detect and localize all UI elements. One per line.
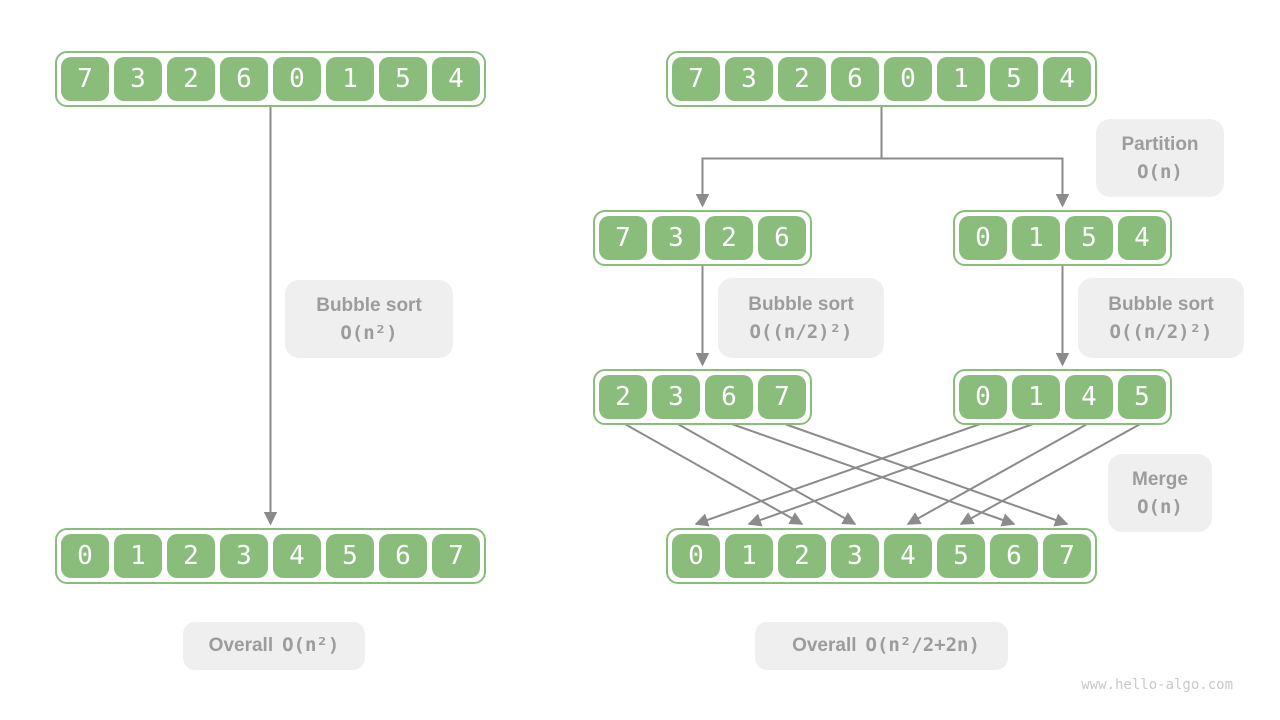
array-cell: 5 — [937, 534, 985, 578]
array-cell: 1 — [1012, 216, 1060, 260]
array-cell: 3 — [725, 57, 773, 101]
array-cell: 7 — [61, 57, 109, 101]
array-cell: 5 — [379, 57, 427, 101]
array-cell: 5 — [326, 534, 374, 578]
array-cell: 6 — [705, 375, 753, 419]
array-cell: 2 — [167, 534, 215, 578]
array-cell: 4 — [884, 534, 932, 578]
label-title: Bubble sort — [316, 294, 422, 316]
label-complexity: O(n²) — [282, 634, 340, 657]
array-cell: 7 — [758, 375, 806, 419]
array-cell: 2 — [167, 57, 215, 101]
label-complexity: O(n²) — [340, 321, 398, 344]
array-cell: 7 — [432, 534, 480, 578]
array-cell: 2 — [778, 534, 826, 578]
array-cell: 4 — [432, 57, 480, 101]
array-cell: 1 — [937, 57, 985, 101]
array-cell: 6 — [831, 57, 879, 101]
array-cell: 2 — [599, 375, 647, 419]
label-title: Bubble sort — [1108, 293, 1214, 315]
array-cell: 6 — [758, 216, 806, 260]
label-title: Merge — [1132, 468, 1188, 490]
bubble-sort-label-left: Bubble sort O(n²) — [285, 280, 453, 358]
array-cell: 0 — [959, 216, 1007, 260]
array-cell: 1 — [725, 534, 773, 578]
array-cell: 3 — [220, 534, 268, 578]
label-complexity: O(n) — [1137, 495, 1183, 518]
array-cell: 5 — [990, 57, 1038, 101]
array-cell: 1 — [1012, 375, 1060, 419]
array-cell: 6 — [220, 57, 268, 101]
array-cell: 4 — [1043, 57, 1091, 101]
array-cell: 3 — [652, 216, 700, 260]
array-cell: 4 — [1065, 375, 1113, 419]
label-title: Overall — [208, 635, 274, 657]
array-cell: 5 — [1118, 375, 1166, 419]
label-title: Partition — [1121, 133, 1199, 155]
array-cell: 0 — [273, 57, 321, 101]
label-complexity: O(n) — [1137, 160, 1183, 183]
array-cell: 0 — [959, 375, 1007, 419]
array-cell: 1 — [114, 534, 162, 578]
array-cell: 0 — [884, 57, 932, 101]
array-cell: 1 — [326, 57, 374, 101]
merge-label: Merge O(n) — [1108, 454, 1212, 532]
array-cell: 4 — [273, 534, 321, 578]
label-complexity: O((n/2)²) — [749, 320, 853, 343]
overall-label-right: Overall O(n²/2+2n) — [755, 622, 1008, 670]
label-title: Bubble sort — [748, 293, 854, 315]
array-cell: 4 — [1118, 216, 1166, 260]
bubble-sort-label-mid: Bubble sort O((n/2)²) — [718, 278, 884, 358]
array-cell: 5 — [1065, 216, 1113, 260]
array-cell: 3 — [652, 375, 700, 419]
array-cell: 6 — [379, 534, 427, 578]
overall-label-left: Overall O(n²) — [183, 622, 365, 670]
partition-label: Partition O(n) — [1096, 119, 1224, 197]
array-cell: 0 — [61, 534, 109, 578]
array-cell: 3 — [114, 57, 162, 101]
array-cell: 6 — [990, 534, 1038, 578]
array-cell: 2 — [778, 57, 826, 101]
array-cell: 7 — [599, 216, 647, 260]
array-cell: 2 — [705, 216, 753, 260]
array-cell: 0 — [672, 534, 720, 578]
label-title: Overall — [792, 635, 857, 657]
array-cell: 7 — [672, 57, 720, 101]
bubble-sort-label-right: Bubble sort O((n/2)²) — [1078, 278, 1244, 358]
array-cell: 3 — [831, 534, 879, 578]
label-complexity: O(n²/2+2n) — [865, 634, 980, 657]
watermark: www.hello-algo.com — [1081, 677, 1233, 693]
array-cell: 7 — [1043, 534, 1091, 578]
label-complexity: O((n/2)²) — [1109, 320, 1213, 343]
